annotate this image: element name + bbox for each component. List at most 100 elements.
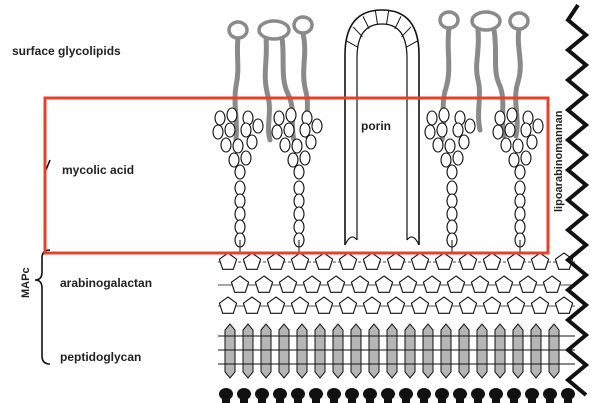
mycolic-stem-oval xyxy=(294,181,304,195)
peptidoglycan-strand xyxy=(261,324,271,378)
peptidoglycan-strand xyxy=(369,324,379,378)
lipid-tail xyxy=(366,398,374,403)
arabinose-unit xyxy=(315,253,332,269)
mycolic-oval xyxy=(439,108,449,122)
mycolic-stem-oval xyxy=(294,207,304,221)
mapc-label: MAPc xyxy=(20,267,32,298)
peptidoglycan-strand xyxy=(459,324,469,378)
lipid-tail xyxy=(456,398,464,403)
mycolic-oval xyxy=(513,139,523,153)
mycolic-oval xyxy=(294,165,304,179)
mycolic-oval xyxy=(286,108,296,122)
mycolic-oval xyxy=(521,123,531,137)
lipid-tail xyxy=(438,398,446,403)
arabinose-unit xyxy=(339,297,356,313)
mycolic-oval xyxy=(495,111,505,125)
glycolipid-head xyxy=(510,13,528,29)
arabinose-unit xyxy=(507,253,524,269)
mycolic-acid-label: mycolic acid xyxy=(62,163,134,177)
mycolic-oval xyxy=(433,138,443,152)
mycolic-oval xyxy=(447,165,457,179)
peptidoglycan-strand xyxy=(513,324,523,378)
mycolic-oval xyxy=(509,153,519,167)
plasma-membrane-heads xyxy=(219,388,575,403)
glycolipid-head xyxy=(472,12,500,30)
peptidoglycan-strand xyxy=(243,324,253,378)
mycolic-oval xyxy=(507,108,517,122)
arabinose-unit xyxy=(303,276,320,292)
mycolic-oval xyxy=(425,125,435,139)
arabinose-unit xyxy=(219,297,236,313)
mycolic-stem-oval xyxy=(235,194,245,208)
arabinose-unit xyxy=(363,297,380,313)
arabinose-unit xyxy=(507,297,524,313)
mycolic-oval xyxy=(437,123,447,137)
lipid-tail xyxy=(384,398,392,403)
surface-glycolipids-label: surface glycolipids xyxy=(12,44,121,58)
glycolipid-tail xyxy=(265,38,270,140)
mycolic-stem-oval xyxy=(235,220,245,234)
mycolic-oval xyxy=(505,123,515,137)
arabinose-unit xyxy=(555,297,572,313)
mycolic-oval xyxy=(229,153,239,167)
mycolic-stem-oval xyxy=(447,194,457,208)
peptidoglycan-strand xyxy=(279,324,289,378)
arabinose-unit xyxy=(483,297,500,313)
arabinose-unit xyxy=(543,276,560,292)
mycolic-oval xyxy=(527,135,537,149)
arabinose-unit xyxy=(363,253,380,269)
peptidoglycan-strand xyxy=(405,324,415,378)
arabinose-unit xyxy=(411,297,428,313)
arabinose-unit xyxy=(291,297,308,313)
mycolic-stem-oval xyxy=(235,207,245,221)
mycolic-oval xyxy=(272,125,282,139)
peptidoglycan-strand xyxy=(423,324,433,378)
arabinose-unit xyxy=(435,253,452,269)
arabinose-unit xyxy=(351,276,368,292)
mycolic-oval xyxy=(459,135,469,149)
mycolic-stem-oval xyxy=(235,181,245,195)
mycolic-oval xyxy=(274,111,284,125)
arabinose-unit xyxy=(459,253,476,269)
mycolic-oval xyxy=(300,123,310,137)
peptidoglycan-strand xyxy=(495,324,505,378)
arabinose-unit xyxy=(375,276,392,292)
mycolic-oval xyxy=(493,125,503,139)
arabinose-unit xyxy=(291,253,308,269)
mycolic-oval xyxy=(521,151,531,165)
mycolic-oval xyxy=(445,139,455,153)
lipid-tail xyxy=(312,398,320,403)
glycolipid-head xyxy=(294,17,312,33)
peptidoglycan-layer xyxy=(218,324,575,378)
arabinose-unit xyxy=(315,297,332,313)
mycolic-stem-oval xyxy=(515,181,525,195)
mycolic-oval xyxy=(312,119,322,133)
mycolic-oval xyxy=(221,138,231,152)
arabinose-unit xyxy=(471,276,488,292)
mycolic-stem-oval xyxy=(515,220,525,234)
arabinose-unit xyxy=(219,253,236,269)
arabinose-unit xyxy=(243,297,260,313)
peptidoglycan-label: peptidoglycan xyxy=(60,350,141,364)
arabinogalactan-layer xyxy=(218,253,575,313)
arabinose-unit xyxy=(339,253,356,269)
lipid-tail xyxy=(294,398,302,403)
mycolic-oval xyxy=(227,108,237,122)
mycolic-oval xyxy=(533,119,543,133)
mycolic-stem-oval xyxy=(447,207,457,221)
arabinose-unit xyxy=(531,297,548,313)
peptidoglycan-strand xyxy=(387,324,397,378)
glycolipid-head xyxy=(440,12,458,28)
arabinose-unit xyxy=(255,276,272,292)
mycolic-oval xyxy=(288,153,298,167)
arabinose-unit xyxy=(435,297,452,313)
mycolic-oval xyxy=(501,138,511,152)
mycolic-oval xyxy=(235,165,245,179)
lipid-tail xyxy=(546,398,554,403)
mycolic-oval xyxy=(453,151,463,165)
lipid-tail xyxy=(222,398,230,403)
arabinose-unit xyxy=(387,253,404,269)
mycolic-oval xyxy=(247,135,257,149)
mycolic-oval xyxy=(292,139,302,153)
